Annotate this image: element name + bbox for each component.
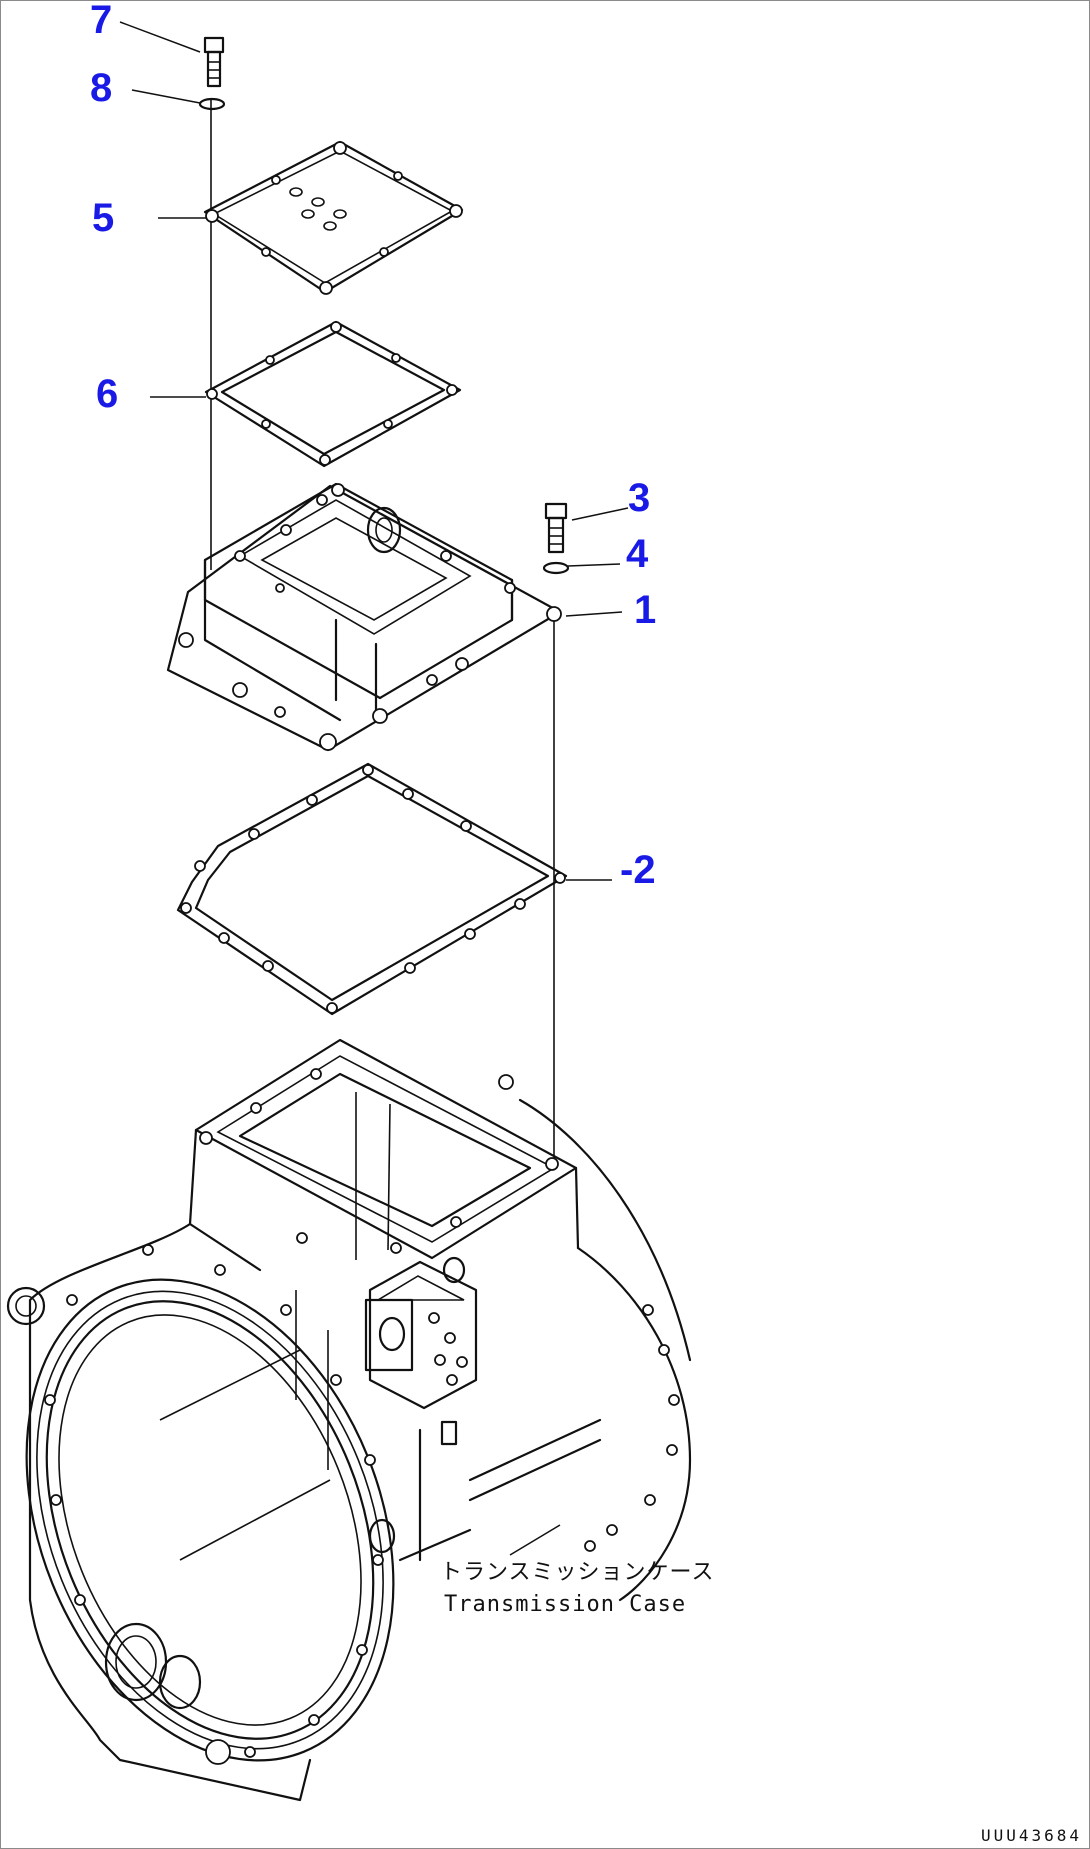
case-label-english: Transmission Case	[444, 1592, 687, 1617]
bolt-7	[203, 36, 225, 88]
callout-7: 7	[90, 0, 113, 42]
callout-6: 6	[96, 372, 119, 416]
washer-4	[542, 561, 570, 575]
drawing-code: UUU43684	[980, 1826, 1082, 1845]
bolt-3	[544, 502, 568, 554]
washer-8	[198, 97, 226, 111]
case-label-japanese: トランスミッションケース	[440, 1560, 715, 1585]
cover-plate-5	[203, 140, 464, 295]
callout-5: 5	[92, 196, 115, 240]
transmission-case	[6, 1038, 692, 1802]
callout-4: 4	[626, 532, 649, 576]
callout-1: 1	[634, 588, 657, 632]
alignment-lines	[210, 100, 555, 1160]
leader-lines	[119, 21, 629, 1556]
callout-3: 3	[628, 476, 651, 520]
housing-1	[166, 482, 562, 752]
gasket-2	[176, 762, 568, 1016]
gasket-6	[204, 320, 462, 468]
callout-2: -2	[620, 848, 656, 892]
callout-8: 8	[90, 66, 113, 110]
